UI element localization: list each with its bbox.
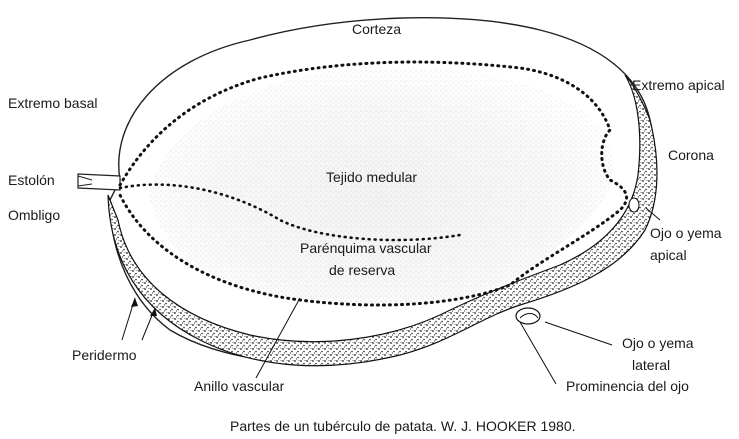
figure-caption: Partes de un tubérculo de patata. W. J. …	[230, 418, 576, 434]
label-corteza: Corteza	[352, 21, 401, 37]
label-parenquima-line1: Parénquima vascular	[300, 240, 432, 256]
label-anillo-vascular: Anillo vascular	[194, 378, 285, 394]
label-estolon: Estolón	[8, 172, 55, 188]
label-parenquima-line2: de reserva	[329, 262, 395, 278]
label-ojo-lateral-line2: lateral	[632, 357, 670, 373]
label-ombligo: Ombligo	[8, 207, 60, 223]
stolon-shape	[78, 174, 120, 190]
label-ojo-lateral-line1: Ojo o yema	[622, 335, 694, 351]
label-corona: Corona	[668, 147, 714, 163]
label-ojo-apical-line1: Ojo o yema	[650, 225, 722, 241]
apical-eye	[629, 198, 639, 212]
label-extremo-apical: Extremo apical	[632, 77, 725, 93]
label-tejido-medular: Tejido medular	[326, 169, 417, 185]
label-peridermo: Peridermo	[72, 347, 137, 363]
label-prominencia: Prominencia del ojo	[566, 378, 689, 394]
label-ojo-apical-line2: apical	[650, 247, 687, 263]
label-extremo-basal: Extremo basal	[8, 95, 97, 111]
